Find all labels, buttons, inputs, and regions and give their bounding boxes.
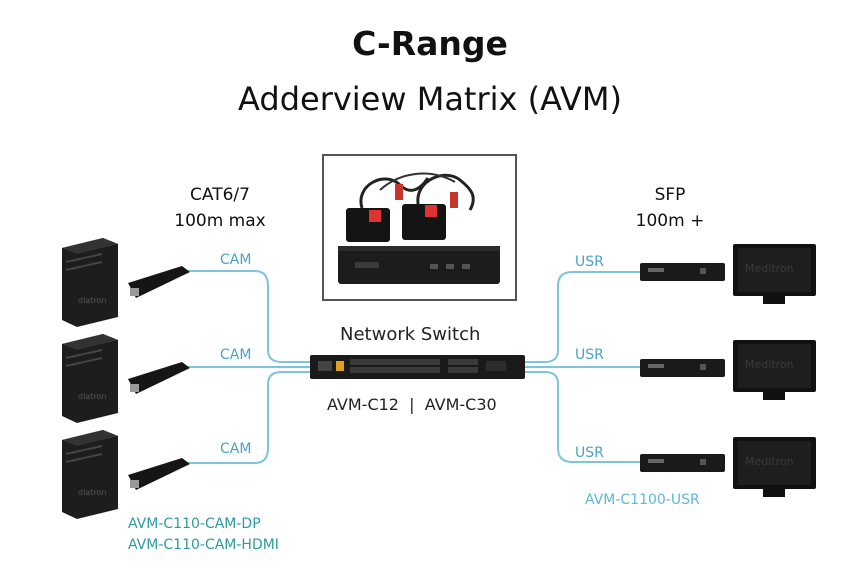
right-cable-header: SFP 100m + xyxy=(600,182,740,234)
cam-label-1: CAM xyxy=(220,252,252,268)
network-switch-label: Network Switch xyxy=(340,324,481,345)
monitor-2 xyxy=(733,340,816,400)
cam-label-3: CAM xyxy=(220,441,252,457)
right-cable-distance: 100m + xyxy=(635,211,705,231)
cam-dongle-3 xyxy=(128,458,190,490)
cam-product-dp: AVM-C110-CAM-DP xyxy=(128,516,261,532)
left-cable-header: CAT6/7 100m max xyxy=(150,182,290,234)
cam-product-hdmi: AVM-C110-CAM-HDMI xyxy=(128,537,279,553)
switch-models: AVM-C12 | AVM-C30 xyxy=(327,395,497,414)
monitor-1 xyxy=(733,244,816,304)
cam-label-2: CAM xyxy=(220,347,252,363)
cam-link-1 xyxy=(188,270,310,363)
usr-link-3 xyxy=(525,371,640,463)
usr-link-1 xyxy=(525,271,640,363)
monitor-brand-3: Meditron xyxy=(745,455,794,468)
tower-brand-2: diatron xyxy=(78,392,107,401)
cam-dongle-1 xyxy=(128,266,190,298)
tower-brand-1: diatron xyxy=(78,296,107,305)
tower-brand-3: diatron xyxy=(78,488,107,497)
network-switch xyxy=(310,355,525,379)
cam-products: AVM-C110-CAM-DP AVM-C110-CAM-HDMI xyxy=(128,514,279,556)
cam-link-3 xyxy=(188,371,310,464)
monitor-3 xyxy=(733,437,816,497)
usr-unit-2 xyxy=(640,359,725,377)
usr-product: AVM-C1100-USR xyxy=(585,492,700,508)
connection-lines xyxy=(188,270,640,464)
tower-pc-3 xyxy=(62,430,118,519)
diagram-subtitle: Adderview Matrix (AVM) xyxy=(238,80,622,118)
product-photo xyxy=(322,154,517,301)
diagram-title: C-Range xyxy=(352,24,508,63)
usr-unit-1 xyxy=(640,263,725,281)
left-cable-type: CAT6/7 xyxy=(190,185,250,205)
usr-label-1: USR xyxy=(575,254,604,270)
left-cable-distance: 100m max xyxy=(174,211,266,231)
tower-pc-2 xyxy=(62,334,118,423)
usr-label-3: USR xyxy=(575,445,604,461)
monitor-brand-2: Meditron xyxy=(745,358,794,371)
monitor-brand-1: Meditron xyxy=(745,262,794,275)
cam-dongle-2 xyxy=(128,362,190,394)
usr-unit-3 xyxy=(640,454,725,472)
tower-pc-1 xyxy=(62,238,118,327)
usr-label-2: USR xyxy=(575,347,604,363)
right-cable-type: SFP xyxy=(654,185,686,205)
